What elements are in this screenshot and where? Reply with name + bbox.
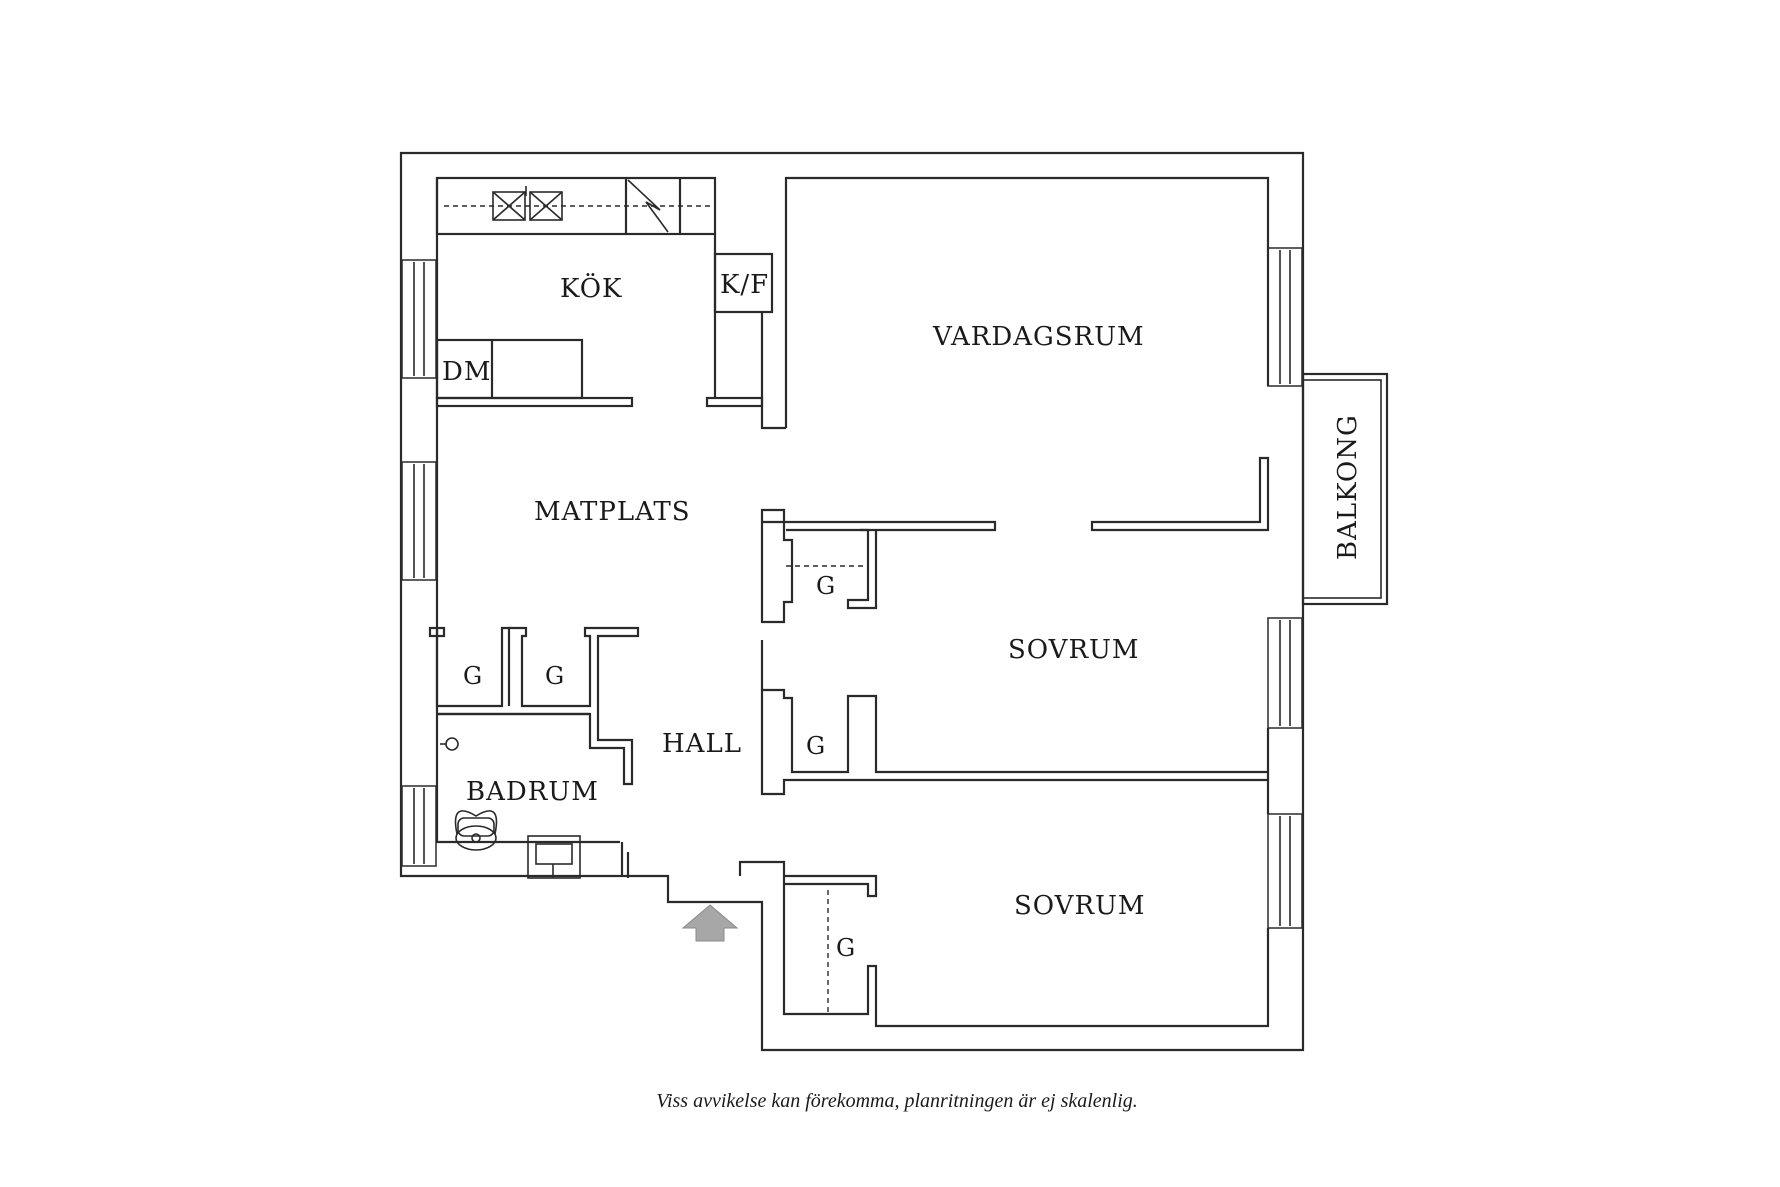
label-matplats: MATPLATS — [534, 497, 691, 527]
label-closet-west-2: G — [545, 662, 564, 690]
disclaimer-note: Viss avvikelse kan förekomma, planritnin… — [656, 1090, 1138, 1112]
balcony — [1301, 372, 1389, 606]
entrance-arrow-icon — [681, 904, 739, 942]
label-balkong: BALKONG — [1333, 414, 1363, 560]
label-closet-center-top: G — [816, 572, 835, 600]
label-sovrum-middle: SOVRUM — [1008, 635, 1140, 665]
center-closets — [760, 508, 1270, 796]
label-kok: KÖK — [560, 272, 622, 304]
label-closet-west-1: G — [463, 662, 482, 690]
outer-walls — [399, 151, 1305, 1052]
label-badrum: BADRUM — [466, 777, 599, 807]
label-kf: K/F — [720, 270, 769, 300]
bathroom — [437, 712, 630, 879]
label-sovrum-south: SOVRUM — [1014, 891, 1146, 921]
closets-west — [428, 626, 640, 786]
label-closet-center-bottom: G — [806, 732, 825, 760]
label-closet-south: G — [836, 934, 855, 962]
windows — [401, 247, 1303, 929]
label-dm: DM — [442, 357, 491, 387]
label-vardagsrum: VARDAGSRUM — [932, 322, 1145, 352]
bedroom-south — [738, 780, 1270, 1028]
living-room — [760, 176, 1270, 532]
kitchen — [435, 176, 774, 408]
label-hall: HALL — [662, 729, 742, 759]
